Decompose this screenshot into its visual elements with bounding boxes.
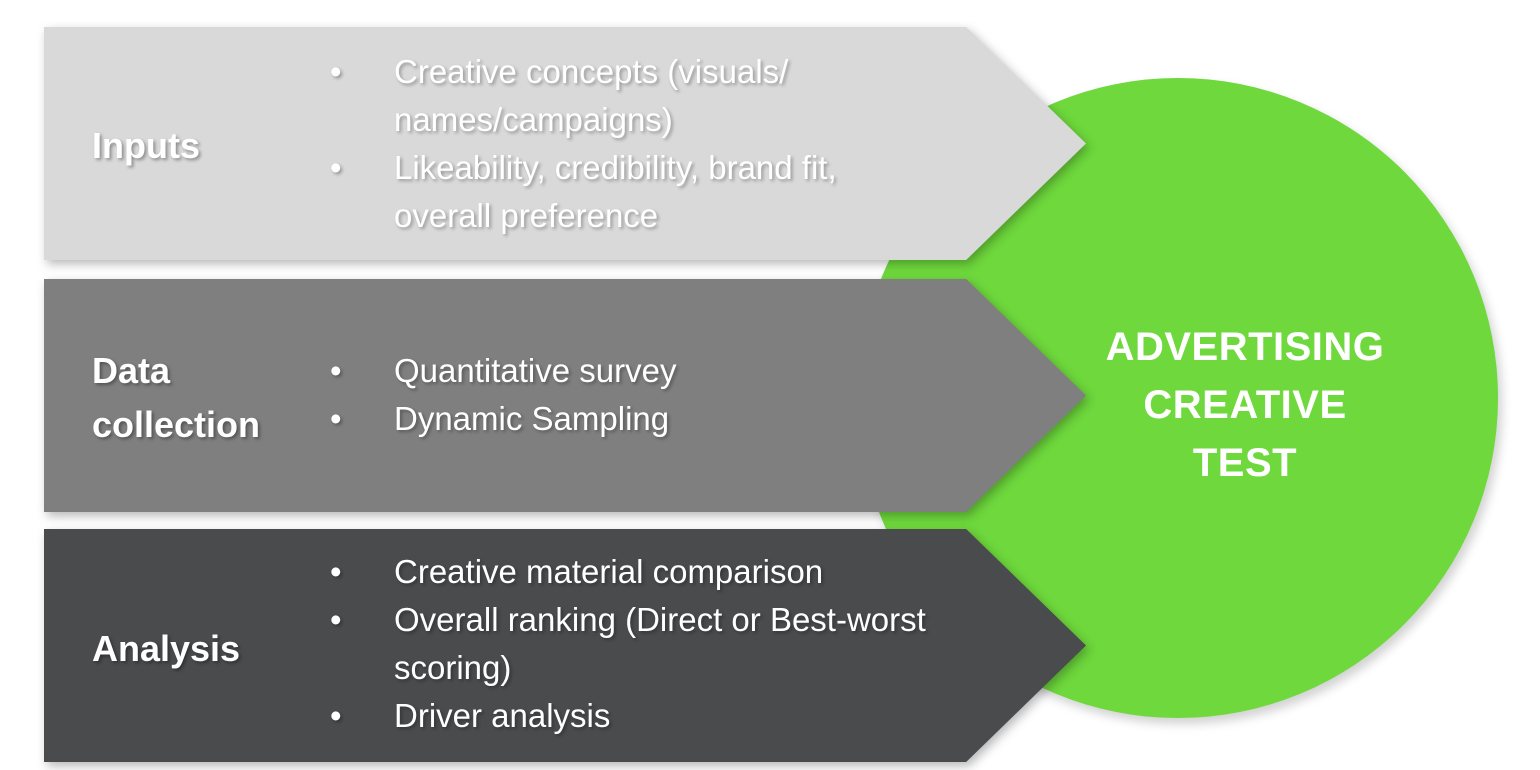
analysis-bullet-3-line-1: Driver analysis bbox=[394, 697, 611, 734]
data-collection-label-line-2: collection bbox=[92, 404, 261, 445]
analysis-bullet-2: Overall ranking (Direct or Best-worst sc… bbox=[330, 596, 926, 692]
data-collection-bullet-1: Quantitative survey bbox=[330, 347, 676, 395]
center-title-line-2: CREATIVE bbox=[1143, 383, 1347, 427]
data-collection-bullet-2-line-1: Dynamic Sampling bbox=[394, 400, 670, 437]
inputs-bullet-2-line-2: overall preference bbox=[394, 197, 659, 234]
analysis-label-line: Analysis bbox=[92, 628, 241, 669]
analysis-bullet-3: Driver analysis bbox=[330, 692, 926, 740]
analysis-bullet-2-line-1: Overall ranking (Direct or Best-worst bbox=[394, 601, 926, 638]
inputs-label-line: Inputs bbox=[92, 125, 200, 166]
center-title: ADVERTISING CREATIVE TEST bbox=[1095, 318, 1395, 492]
center-title-line-1: ADVERTISING bbox=[1105, 325, 1385, 369]
data-collection-bullet-2: Dynamic Sampling bbox=[330, 395, 676, 443]
inputs-bullet-2: Likeability, credibility, brand fit, ove… bbox=[330, 144, 837, 240]
data-collection-label: Data collection bbox=[92, 344, 260, 452]
center-title-line-3: TEST bbox=[1192, 441, 1298, 485]
data-collection-bullet-1-line-1: Quantitative survey bbox=[394, 352, 677, 389]
inputs-bullet-2-line-1: Likeability, credibility, brand fit, bbox=[394, 149, 837, 186]
analysis-bullet-1-line-1: Creative material comparison bbox=[394, 553, 824, 590]
inputs-bullet-1: Creative concepts (visuals/ names/campai… bbox=[330, 48, 837, 144]
analysis-bullet-list: Creative material comparison Overall ran… bbox=[330, 548, 926, 740]
data-collection-label-line-1: Data bbox=[92, 350, 171, 391]
inputs-bullet-1-line-2: names/campaigns) bbox=[394, 101, 673, 138]
inputs-label: Inputs bbox=[92, 119, 200, 173]
analysis-bullet-1: Creative material comparison bbox=[330, 548, 926, 596]
inputs-bullet-list: Creative concepts (visuals/ names/campai… bbox=[330, 48, 837, 240]
analysis-label: Analysis bbox=[92, 622, 240, 676]
analysis-bullet-2-line-2: scoring) bbox=[394, 649, 512, 686]
inputs-bullet-1-line-1: Creative concepts (visuals/ bbox=[394, 53, 789, 90]
data-collection-bullet-list: Quantitative survey Dynamic Sampling bbox=[330, 347, 676, 443]
